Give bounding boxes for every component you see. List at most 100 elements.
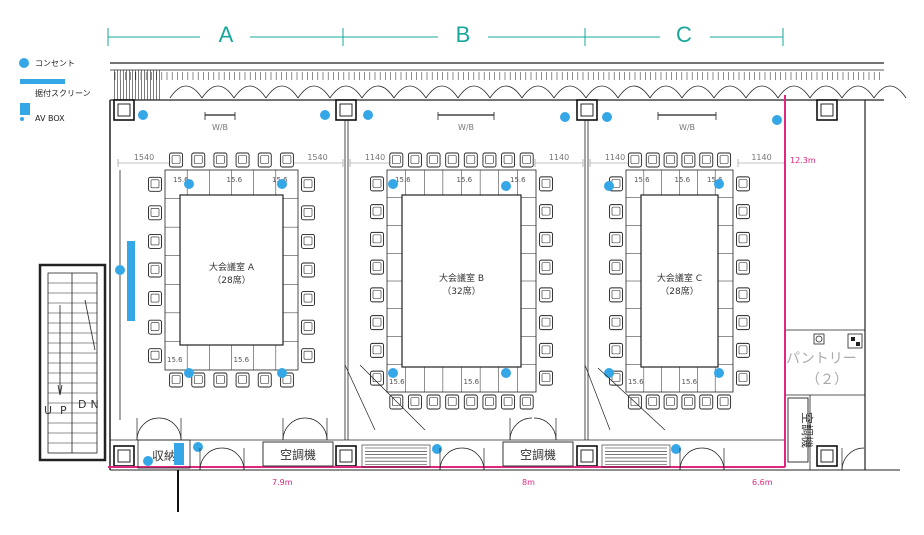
chair — [609, 204, 623, 220]
chair — [301, 176, 315, 192]
chair — [148, 319, 162, 335]
chair — [426, 394, 441, 410]
chair — [279, 152, 294, 168]
chair — [539, 287, 553, 303]
outlet — [432, 444, 442, 454]
chair — [681, 394, 696, 410]
outlet — [138, 110, 148, 120]
chair — [301, 291, 315, 307]
stair-up-label: UP — [44, 404, 75, 417]
chair — [463, 394, 478, 410]
chair — [301, 262, 315, 278]
room-name: 大会議室 B — [439, 272, 484, 284]
outlet — [388, 368, 398, 378]
seat-dimension-label: 15.6 — [464, 378, 480, 386]
chair — [663, 394, 678, 410]
chair — [699, 152, 714, 168]
av-box-legend-icon — [20, 103, 30, 115]
gap-dimension: 1140 — [365, 153, 385, 162]
column — [113, 99, 135, 121]
chair — [148, 233, 162, 249]
pantry-name: パントリー — [786, 351, 857, 367]
seat-dimension-label: 15.6 — [634, 176, 650, 184]
legend-outlet-label: コンセント — [35, 59, 75, 68]
chair — [370, 287, 384, 303]
chair — [627, 152, 642, 168]
chair — [169, 372, 184, 388]
chair — [609, 315, 623, 331]
chair — [257, 152, 272, 168]
whiteboard-label: W/B — [458, 123, 474, 132]
chair — [213, 152, 228, 168]
outlet — [115, 265, 125, 275]
chair — [148, 291, 162, 307]
chair — [736, 287, 750, 303]
chair — [370, 176, 384, 192]
gap-dimension: 1140 — [605, 153, 625, 162]
chair — [736, 176, 750, 192]
interior-walls — [109, 100, 900, 471]
chair — [736, 370, 750, 386]
partition-lines — [108, 95, 786, 468]
outlet — [671, 444, 681, 454]
chair — [370, 231, 384, 247]
seat-dimension-label: 15.6 — [457, 176, 473, 184]
chair — [301, 348, 315, 364]
seat-dimension-label: 15.6 — [167, 356, 183, 364]
chair — [301, 205, 315, 221]
seat-dimension-label: 15.6 — [510, 176, 526, 184]
hvac-units — [262, 397, 809, 467]
hvac-label-a: 空調機 — [280, 447, 316, 462]
room-capacity: （28席） — [212, 274, 250, 286]
chair — [407, 152, 422, 168]
chair — [539, 315, 553, 331]
chair — [445, 152, 460, 168]
whiteboard-label: W/B — [212, 123, 228, 132]
column — [576, 99, 598, 121]
chair — [717, 152, 732, 168]
room-name: 大会議室 C — [657, 272, 702, 284]
outlet — [604, 368, 614, 378]
whiteboard: W/B — [204, 112, 236, 132]
chair — [370, 342, 384, 358]
chair — [235, 152, 250, 168]
chair — [501, 394, 516, 410]
seat-dimension-label: 15.6 — [395, 176, 411, 184]
gap-dimension: 1140 — [751, 153, 771, 162]
chair — [148, 262, 162, 278]
chair — [148, 348, 162, 364]
room-name: 大会議室 A — [209, 261, 255, 273]
fixed-screen — [127, 241, 135, 321]
seat-dimension-label: 15.6 — [227, 176, 243, 184]
chair — [736, 204, 750, 220]
chair — [301, 233, 315, 249]
outlet — [184, 179, 194, 189]
chair — [736, 342, 750, 358]
chair — [681, 152, 696, 168]
chair — [645, 394, 660, 410]
chair — [519, 394, 534, 410]
staircase — [38, 263, 107, 462]
seat-dimension-label: 15.6 — [173, 176, 189, 184]
chair — [169, 152, 184, 168]
depth-label: 12.3m — [790, 156, 816, 165]
legend-screen-label: 据付スクリーン — [35, 89, 91, 98]
column — [113, 445, 135, 467]
screen-legend-icon — [20, 79, 65, 84]
chair — [736, 315, 750, 331]
outlet-legend-icon — [19, 58, 29, 68]
chair — [389, 152, 404, 168]
chair — [257, 372, 272, 388]
chair — [501, 152, 516, 168]
outlet — [560, 112, 570, 122]
outlet — [193, 442, 203, 452]
outlet — [363, 110, 373, 120]
column — [576, 445, 598, 467]
outlet — [184, 368, 194, 378]
chair — [213, 372, 228, 388]
room-capacity: （32席） — [442, 285, 480, 297]
chair — [426, 152, 441, 168]
outlet — [501, 181, 511, 191]
seat-dimension-label: 15.6 — [628, 378, 644, 386]
